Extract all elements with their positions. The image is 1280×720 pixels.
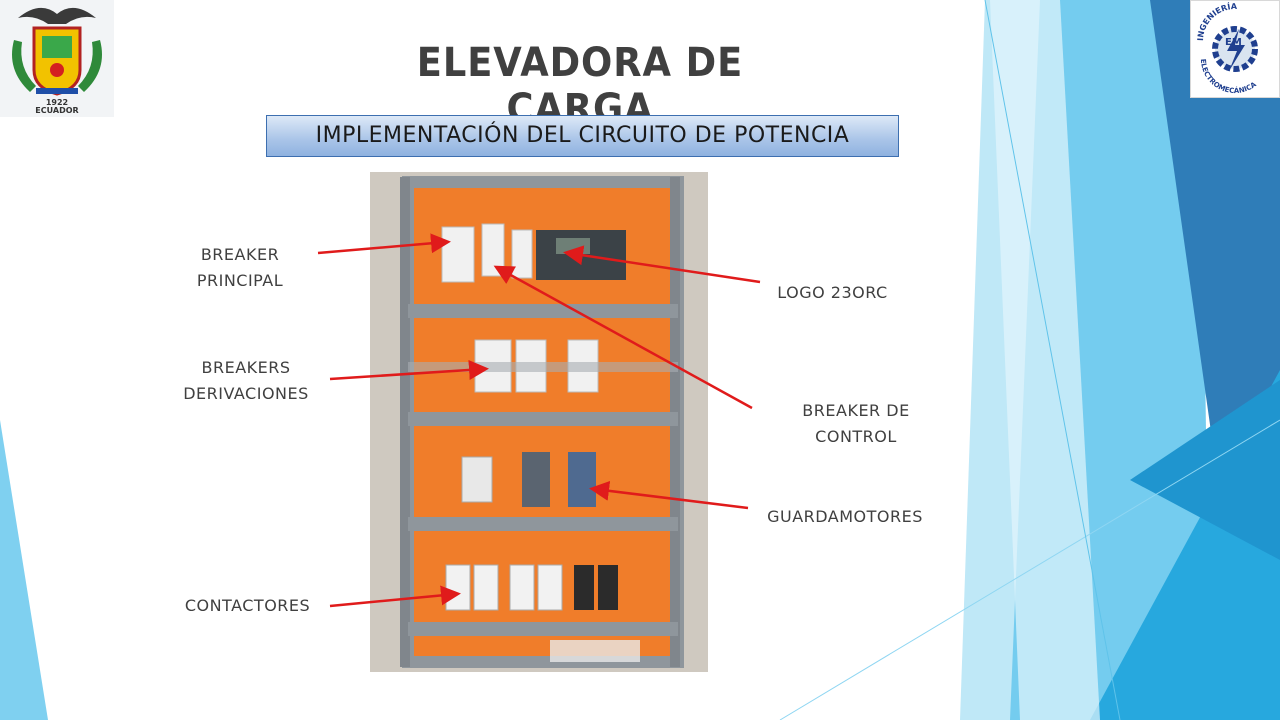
- label-breaker-control-line1: BREAKER DE: [802, 401, 910, 420]
- thin-deco-line-2: [984, 0, 1121, 720]
- logo-letter-e: EM: [1225, 37, 1242, 48]
- label-breakers-derivaciones-line2: DERIVACIONES: [183, 384, 309, 403]
- label-breaker-control: BREAKER DE CONTROL: [778, 398, 934, 450]
- gear-lightning-icon: EM INGENIERÍA ELECTROMECÁNICA: [1196, 0, 1258, 95]
- slide-subtitle-box: IMPLEMENTACIÓN DEL CIRCUITO DE POTENCIA: [266, 115, 899, 157]
- label-breakers-derivaciones-line1: BREAKERS: [201, 358, 291, 377]
- label-breaker-principal-line2: PRINCIPAL: [196, 271, 284, 290]
- label-breaker-principal-line1: BREAKER: [200, 245, 280, 264]
- label-guardamotores: GUARDAMOTORES: [767, 507, 923, 526]
- thin-deco-line: [779, 419, 1280, 720]
- label-breaker-control-line2: CONTROL: [815, 427, 897, 446]
- label-breaker-principal: BREAKER PRINCIPAL: [170, 242, 310, 294]
- left-blue-triangle: [0, 420, 48, 720]
- label-breakers-derivaciones: BREAKERS DERIVACIONES: [166, 355, 326, 407]
- coat-of-arms-icon: [12, 7, 102, 96]
- ingenieria-electromecanica-logo: EM INGENIERÍA ELECTROMECÁNICA: [1190, 0, 1280, 98]
- right-pale-facet: [990, 0, 1100, 720]
- label-contactores: CONTACTORES: [184, 596, 311, 615]
- label-logo-230rc: LOGO 23ORC: [777, 283, 888, 302]
- right-facet-2: [1130, 380, 1280, 560]
- logo-country-text: ECUADOR: [35, 106, 79, 115]
- ecuador-coat-of-arms-logo: [0, 0, 114, 117]
- electrical-panel-photo: [370, 172, 708, 672]
- logo-year-text: 1922: [45, 98, 69, 107]
